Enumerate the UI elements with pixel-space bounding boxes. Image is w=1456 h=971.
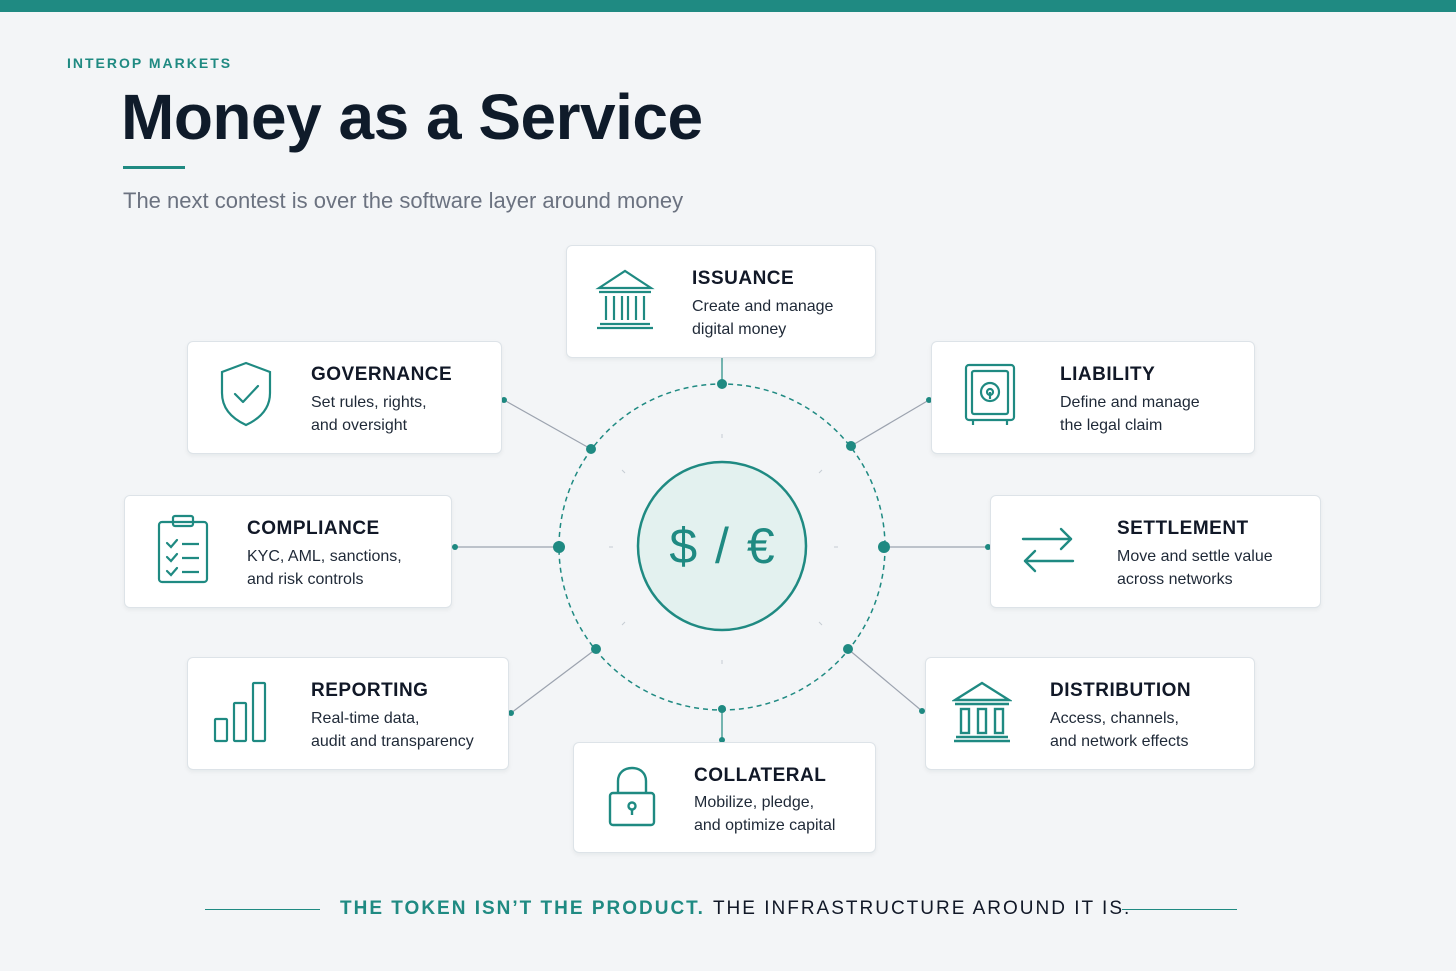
safe-icon: [963, 362, 1019, 428]
card-description: Real-time data, audit and transparency: [311, 710, 474, 750]
page-subtitle: The next contest is over the software la…: [123, 188, 684, 213]
footer-tagline: THE TOKEN ISN’T THE PRODUCT. THE INFRASTR…: [340, 898, 1131, 920]
currency-symbol-label: $ / €: [669, 518, 777, 574]
shield-check-icon: [216, 359, 276, 429]
title-underline: [123, 166, 185, 169]
card-governance: GOVERNANCE Set rules, rights, and oversi…: [187, 341, 502, 454]
connector-distribution: [847, 648, 923, 712]
card-description: Move and settle value across networks: [1117, 548, 1273, 588]
card-liability: LIABILITY Define and manage the legal cl…: [931, 341, 1255, 454]
card-description: KYC, AML, sanctions, and risk controls: [247, 548, 402, 588]
card-collateral: COLLATERAL Mobilize, pledge, and optimiz…: [573, 742, 876, 853]
footer-rest-text: THE INFRASTRUCTURE AROUND IT IS.: [712, 898, 1132, 919]
card-description: Access, channels, and network effects: [1050, 710, 1189, 750]
card-distribution: DISTRIBUTION Access, channels, and netwo…: [925, 657, 1255, 770]
clipboard-checklist-icon: [155, 513, 211, 587]
card-title: GOVERNANCE: [311, 364, 453, 385]
brand-label: INTEROP MARKETS: [67, 55, 233, 71]
card-description: Create and manage digital money: [692, 298, 834, 338]
footer-rule-right: [1122, 909, 1237, 910]
card-title: COLLATERAL: [694, 765, 827, 786]
top-accent-bar: [0, 0, 1456, 12]
bank-icon: [595, 266, 655, 332]
footer-rule-left: [205, 909, 320, 910]
card-description: Set rules, rights, and oversight: [311, 394, 427, 434]
connector-governance: [503, 399, 592, 450]
bar-chart-icon: [212, 679, 272, 745]
page-title: Money as a Service: [121, 81, 703, 153]
card-issuance: ISSUANCE Create and manage digital money: [566, 245, 876, 358]
connector-liability: [850, 399, 930, 447]
connector-reporting: [510, 648, 597, 714]
card-title: ISSUANCE: [692, 268, 795, 289]
card-compliance: COMPLIANCE KYC, AML, sanctions, and risk…: [124, 495, 452, 608]
card-description: Mobilize, pledge, and optimize capital: [694, 794, 836, 834]
card-title: LIABILITY: [1060, 364, 1156, 385]
footer-accent-text: THE TOKEN ISN’T THE PRODUCT.: [340, 898, 705, 919]
card-reporting: REPORTING Real-time data, audit and tran…: [187, 657, 509, 770]
card-title: COMPLIANCE: [247, 518, 380, 539]
card-title: SETTLEMENT: [1117, 518, 1249, 539]
card-title: DISTRIBUTION: [1050, 680, 1192, 701]
card-settlement: SETTLEMENT Move and settle value across …: [990, 495, 1321, 608]
card-description: Define and manage the legal claim: [1060, 394, 1200, 434]
institution-icon: [952, 680, 1012, 744]
card-title: REPORTING: [311, 680, 429, 701]
arrows-exchange-icon: [1019, 524, 1077, 576]
center-circle: [636, 460, 808, 632]
padlock-icon: [606, 765, 658, 829]
